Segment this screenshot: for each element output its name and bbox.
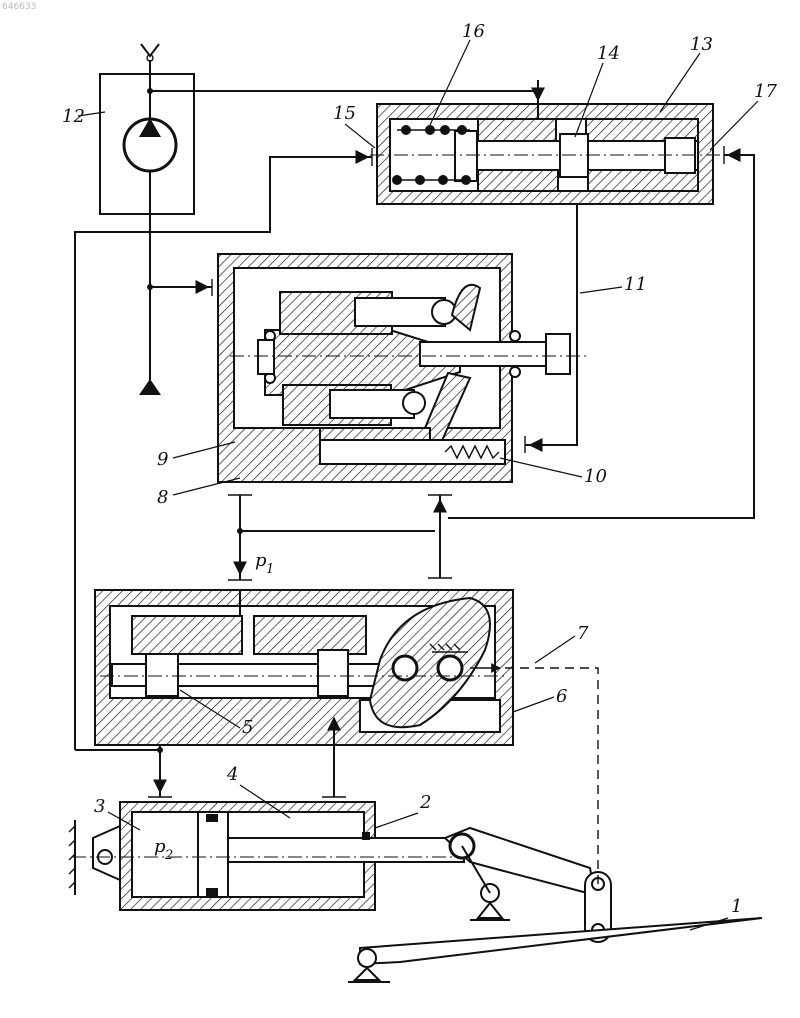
label-15: 15 bbox=[333, 103, 356, 124]
pressure-p1: p 1 bbox=[255, 550, 274, 577]
label-17: 17 bbox=[754, 81, 777, 102]
label-8: 8 bbox=[157, 487, 168, 508]
corner-number: 646633 bbox=[2, 2, 36, 12]
label-11: 11 bbox=[624, 274, 647, 295]
p2-sub: 2 bbox=[164, 848, 173, 863]
label-9: 9 bbox=[157, 449, 168, 470]
power-cylinder bbox=[69, 802, 480, 910]
label-2: 2 bbox=[419, 792, 431, 813]
label-16: 16 bbox=[462, 21, 485, 42]
label-7: 7 bbox=[577, 623, 589, 644]
pump-unit bbox=[100, 44, 194, 395]
piston-pump-9 bbox=[218, 254, 590, 482]
p1-sub: 1 bbox=[266, 562, 274, 577]
follow-up-valve-6 bbox=[95, 590, 513, 745]
label-6: 6 bbox=[556, 686, 567, 707]
control-valve-13 bbox=[370, 104, 720, 204]
label-3: 3 bbox=[94, 796, 105, 817]
label-10: 10 bbox=[584, 466, 607, 487]
label-12: 12 bbox=[62, 106, 85, 127]
label-14: 14 bbox=[597, 43, 620, 64]
label-1: 1 bbox=[731, 896, 742, 917]
label-5: 5 bbox=[242, 717, 253, 738]
label-4: 4 bbox=[226, 764, 238, 785]
label-13: 13 bbox=[690, 34, 713, 55]
